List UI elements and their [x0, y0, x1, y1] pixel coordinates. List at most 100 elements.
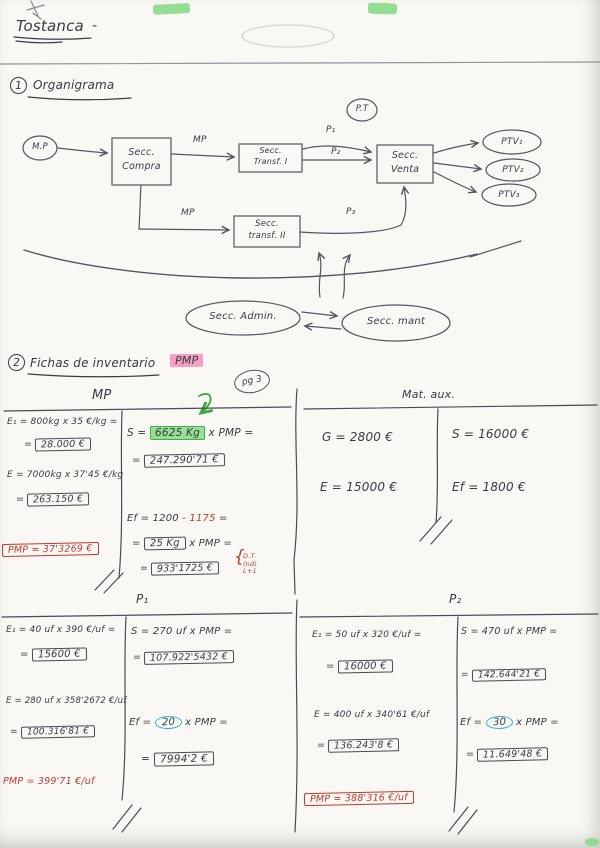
mp-e1-expr: E₁ = 800kg x 35 €/kg =: [7, 417, 118, 427]
mp-s-post: x PMP =: [208, 427, 254, 439]
mp-s-qty-highlighted: 6625 Kg: [149, 426, 205, 440]
p2-ef-value: 11.649'48 €: [477, 747, 549, 762]
pink-highlight-mark: PMP: [169, 353, 204, 368]
p1-ef-pre: Ef =: [129, 717, 152, 728]
p2-s-value: 142.644'21 €: [471, 668, 547, 682]
mp-pmp-line: PMP = 37'3269 €: [1, 541, 99, 558]
mataux-g: G = 2800 €: [322, 430, 393, 444]
arrow-compra-to-transf1: [171, 154, 234, 157]
p2-pmp-value: PMP = 388'316 €/uf: [303, 790, 414, 807]
p2-table-vline: [453, 616, 459, 813]
equals-sign: =: [20, 649, 29, 660]
section1-heading: Organigrama: [33, 78, 115, 92]
mp-ef-mid: x PMP =: [189, 538, 232, 549]
arrow-mp-to-compra: [57, 147, 107, 153]
transf2-box-label-1: Secc.: [255, 219, 279, 229]
mp-s-line: S = 6625 Kg x PMP =: [127, 426, 254, 440]
arrow-to-ptv2: [433, 162, 481, 169]
p2-e-expr: E = 400 uf x 340'61 €/uf: [314, 710, 430, 720]
p2-table-title: P₂: [449, 592, 462, 606]
mp-ef-line1: Ef = 1200 - 1175 =: [127, 513, 228, 524]
mp-table-title: MP: [92, 388, 112, 403]
mataux-e: E = 15000 €: [320, 480, 398, 494]
mp-bottom-edge-label: MP: [181, 208, 195, 218]
center-divider-upper: [293, 388, 298, 595]
p1-e-expr: E = 280 uf x 358'2672 €/uf: [6, 696, 127, 706]
p1-e1-value-line: = 15600 €: [20, 647, 87, 662]
arrow-up-right: [342, 255, 350, 299]
equals-sign: =: [326, 661, 335, 672]
admin-oval-label: Secc. Admin.: [209, 311, 277, 322]
mp-e-value: 263.150 €: [27, 492, 90, 507]
p1-e1-expr: E₁ = 40 uf x 390 €/uf =: [6, 625, 116, 635]
mp-ef-red-number: 1175: [189, 513, 216, 524]
mp-note-line2: (nd): [243, 559, 258, 568]
p1-e-value: 100.316'81 €: [20, 725, 96, 739]
section1-underline: [27, 96, 132, 101]
p2-ef-line: Ef = 30 x PMP =: [460, 715, 559, 730]
title-dash: -: [92, 18, 98, 34]
p3-edge-label: P₃: [346, 207, 356, 217]
line-compra-down: [138, 184, 142, 230]
title-underline: [13, 36, 92, 44]
mp-pmp-value: PMP = 37'3269 €: [1, 541, 99, 558]
mp-note-line3: L+1: [243, 567, 257, 575]
p1-table-vline: [121, 616, 127, 801]
p2-ef-value-line: = 11.649'48 €: [466, 747, 549, 762]
big-swoosh-curve: [23, 249, 478, 279]
p1-ef-value: 7994'2 €: [153, 751, 214, 767]
equals-sign: =: [132, 538, 141, 549]
p2-ef-pre: Ef =: [460, 717, 483, 728]
arrow-up-left: [319, 253, 321, 298]
mp-s-value: 247.290'71 €: [143, 453, 225, 468]
section2-underline: [27, 373, 160, 378]
arrow-admin-to-mant: [301, 312, 337, 316]
mp-ef-pre: Ef = 1200 -: [127, 513, 187, 524]
equals-sign: =: [133, 652, 142, 663]
mp-ef-value-line: = 933'1725 €: [140, 561, 220, 576]
equals-sign: =: [317, 740, 326, 751]
p1-pmp-value: PMP = 399'71 €/uf: [3, 776, 95, 787]
mp-e1-value-line: = 28.000 €: [24, 437, 92, 452]
pt-node-label: P.T: [355, 104, 369, 114]
p1-ef-line: Ef = 20 x PMP =: [129, 715, 228, 730]
equals-sign: =: [141, 753, 150, 765]
arrow-to-ptv1: [433, 143, 478, 154]
mataux-ef: Ef = 1800 €: [452, 480, 526, 494]
mataux-table-title: Mat. aux.: [402, 388, 456, 401]
equals-sign: =: [10, 727, 18, 737]
equals-sign: =: [16, 494, 25, 505]
mp-e-expr: E = 7000kg x 37'45 €/kg: [7, 470, 124, 480]
section2-number: 2: [7, 353, 26, 372]
p1-e-value-line: = 100.316'81 €: [10, 725, 96, 739]
equals-sign: =: [466, 749, 475, 760]
p1-ef-value-line: = 7994'2 €: [141, 751, 214, 767]
p2-slash-marks-icon: [448, 806, 478, 835]
section2-heading: Fichas de inventario: [30, 356, 156, 370]
mataux-slash-marks-icon: [419, 516, 453, 545]
ruled-divider-line: [0, 61, 600, 65]
ptv1-label: PTV₁: [501, 137, 523, 147]
p1-table-title: P₁: [136, 592, 149, 606]
mp-ef-line2: = 25 Kg x PMP =: [132, 536, 232, 551]
p2-e1-expr: E₁ = 50 uf x 320 €/uf =: [312, 630, 422, 640]
equals-sign: =: [219, 513, 228, 524]
p2-e-value: 136.243'8 €: [328, 738, 400, 753]
p1-table-hline: [1, 612, 293, 618]
green-highlighter-swipe-left-icon: [152, 3, 191, 15]
center-divider-lower: [294, 599, 298, 833]
green-corner-mark-icon: [585, 838, 599, 846]
compra-box-label-1: Secc.: [128, 147, 155, 158]
p1-slash-marks-icon: [112, 804, 142, 833]
p2-ef-post: x PMP =: [516, 717, 559, 728]
mp-s-pre: S =: [127, 427, 147, 439]
equals-sign: =: [461, 670, 469, 680]
venta-box-label-2: Venta: [390, 164, 420, 175]
mp-ef-side-note: { D.T (nd) L+1: [234, 549, 258, 576]
mp-top-edge-label: MP: [193, 135, 207, 145]
mp-ef-value: 933'1725 €: [151, 561, 220, 576]
p2-s-value-line: = 142.644'21 €: [461, 668, 547, 682]
mp-e-value-line: = 263.150 €: [16, 492, 90, 507]
page-ref-circle: pg 3: [232, 367, 272, 396]
